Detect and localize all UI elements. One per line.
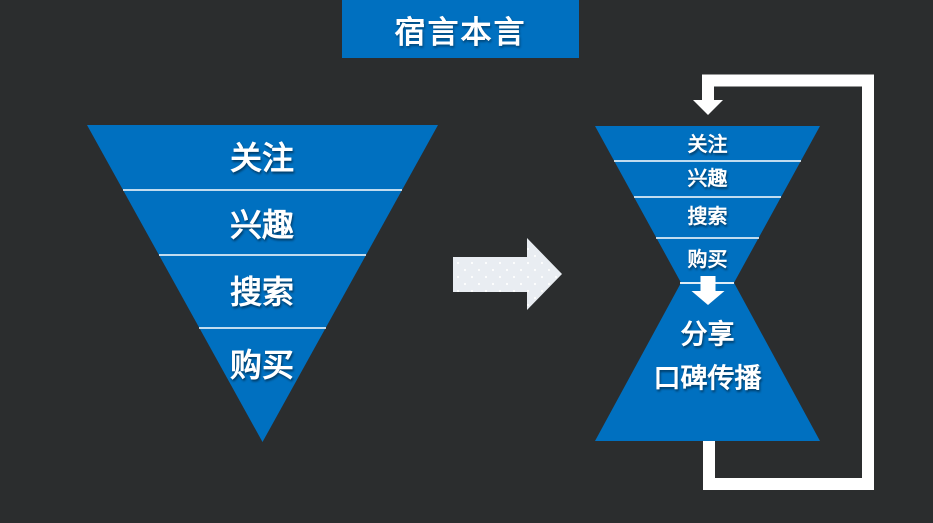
left-funnel-stage-label: 搜索 xyxy=(230,273,294,311)
right-funnel-stage-label: 兴趣 xyxy=(688,166,729,190)
right-funnel-stage-label: 关注 xyxy=(688,132,728,156)
waist-down-arrow-icon xyxy=(691,276,725,305)
transition-right-arrow-icon xyxy=(453,238,562,310)
loop-arrowhead-icon xyxy=(693,100,723,115)
left-funnel-shape xyxy=(87,125,438,442)
right-funnel-stage-label: 搜索 xyxy=(688,204,728,228)
title-box: 宿言本言 xyxy=(342,0,579,58)
loop-arrow-path xyxy=(702,74,874,490)
right-funnel-outcome-label: 分享 xyxy=(681,319,735,351)
right-funnel-top-shape xyxy=(595,126,820,331)
left-funnel-stage-label: 兴趣 xyxy=(230,206,294,244)
page-title: 宿言本言 xyxy=(394,14,527,51)
left-funnel-stage-label: 关注 xyxy=(230,139,294,177)
right-funnel-bottom-shape xyxy=(595,234,820,441)
left-funnel-stage-label: 购买 xyxy=(230,346,294,384)
right-funnel-stage-label: 购买 xyxy=(688,247,728,271)
right-funnel-outcome-label: 口碑传播 xyxy=(654,364,763,395)
